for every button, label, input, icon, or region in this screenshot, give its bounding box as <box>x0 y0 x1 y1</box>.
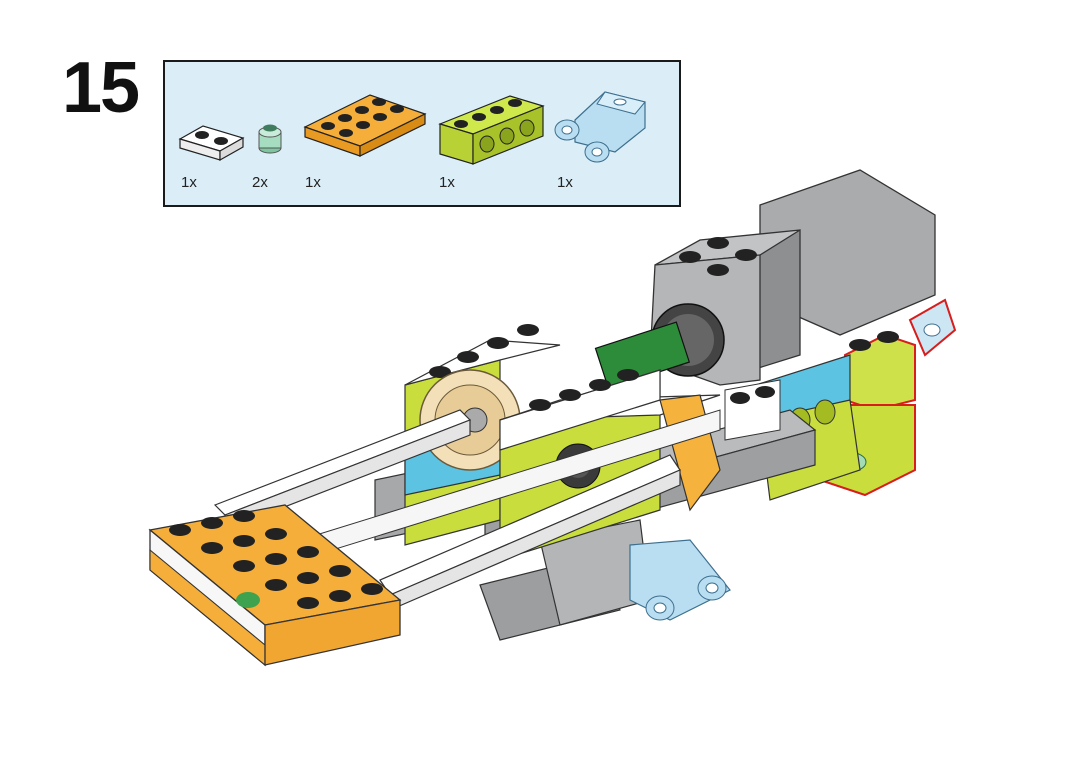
part-qty-round-plate: 2x <box>252 174 268 191</box>
part-lime-technic-brick <box>438 95 545 165</box>
part-round-plate <box>258 124 282 154</box>
motor <box>594 169 936 390</box>
part-qty-white-plate: 1x <box>181 174 197 191</box>
part-blue-connector <box>554 91 646 163</box>
part-orange-plate <box>303 94 427 157</box>
orange-plate-assembly <box>148 504 402 667</box>
part-white-plate <box>178 125 245 162</box>
part-qty-orange-plate: 1x <box>305 174 321 191</box>
part-qty-blue-connector: 1x <box>557 174 573 191</box>
step-number: 15 <box>62 48 140 128</box>
parts-callout: 1x 2x 1x 1x 1x <box>163 60 681 207</box>
blue-connectors <box>629 539 731 621</box>
part-qty-lime-brick: 1x <box>439 174 455 191</box>
gear-racks <box>213 409 721 611</box>
parts-illustrations <box>178 91 646 165</box>
